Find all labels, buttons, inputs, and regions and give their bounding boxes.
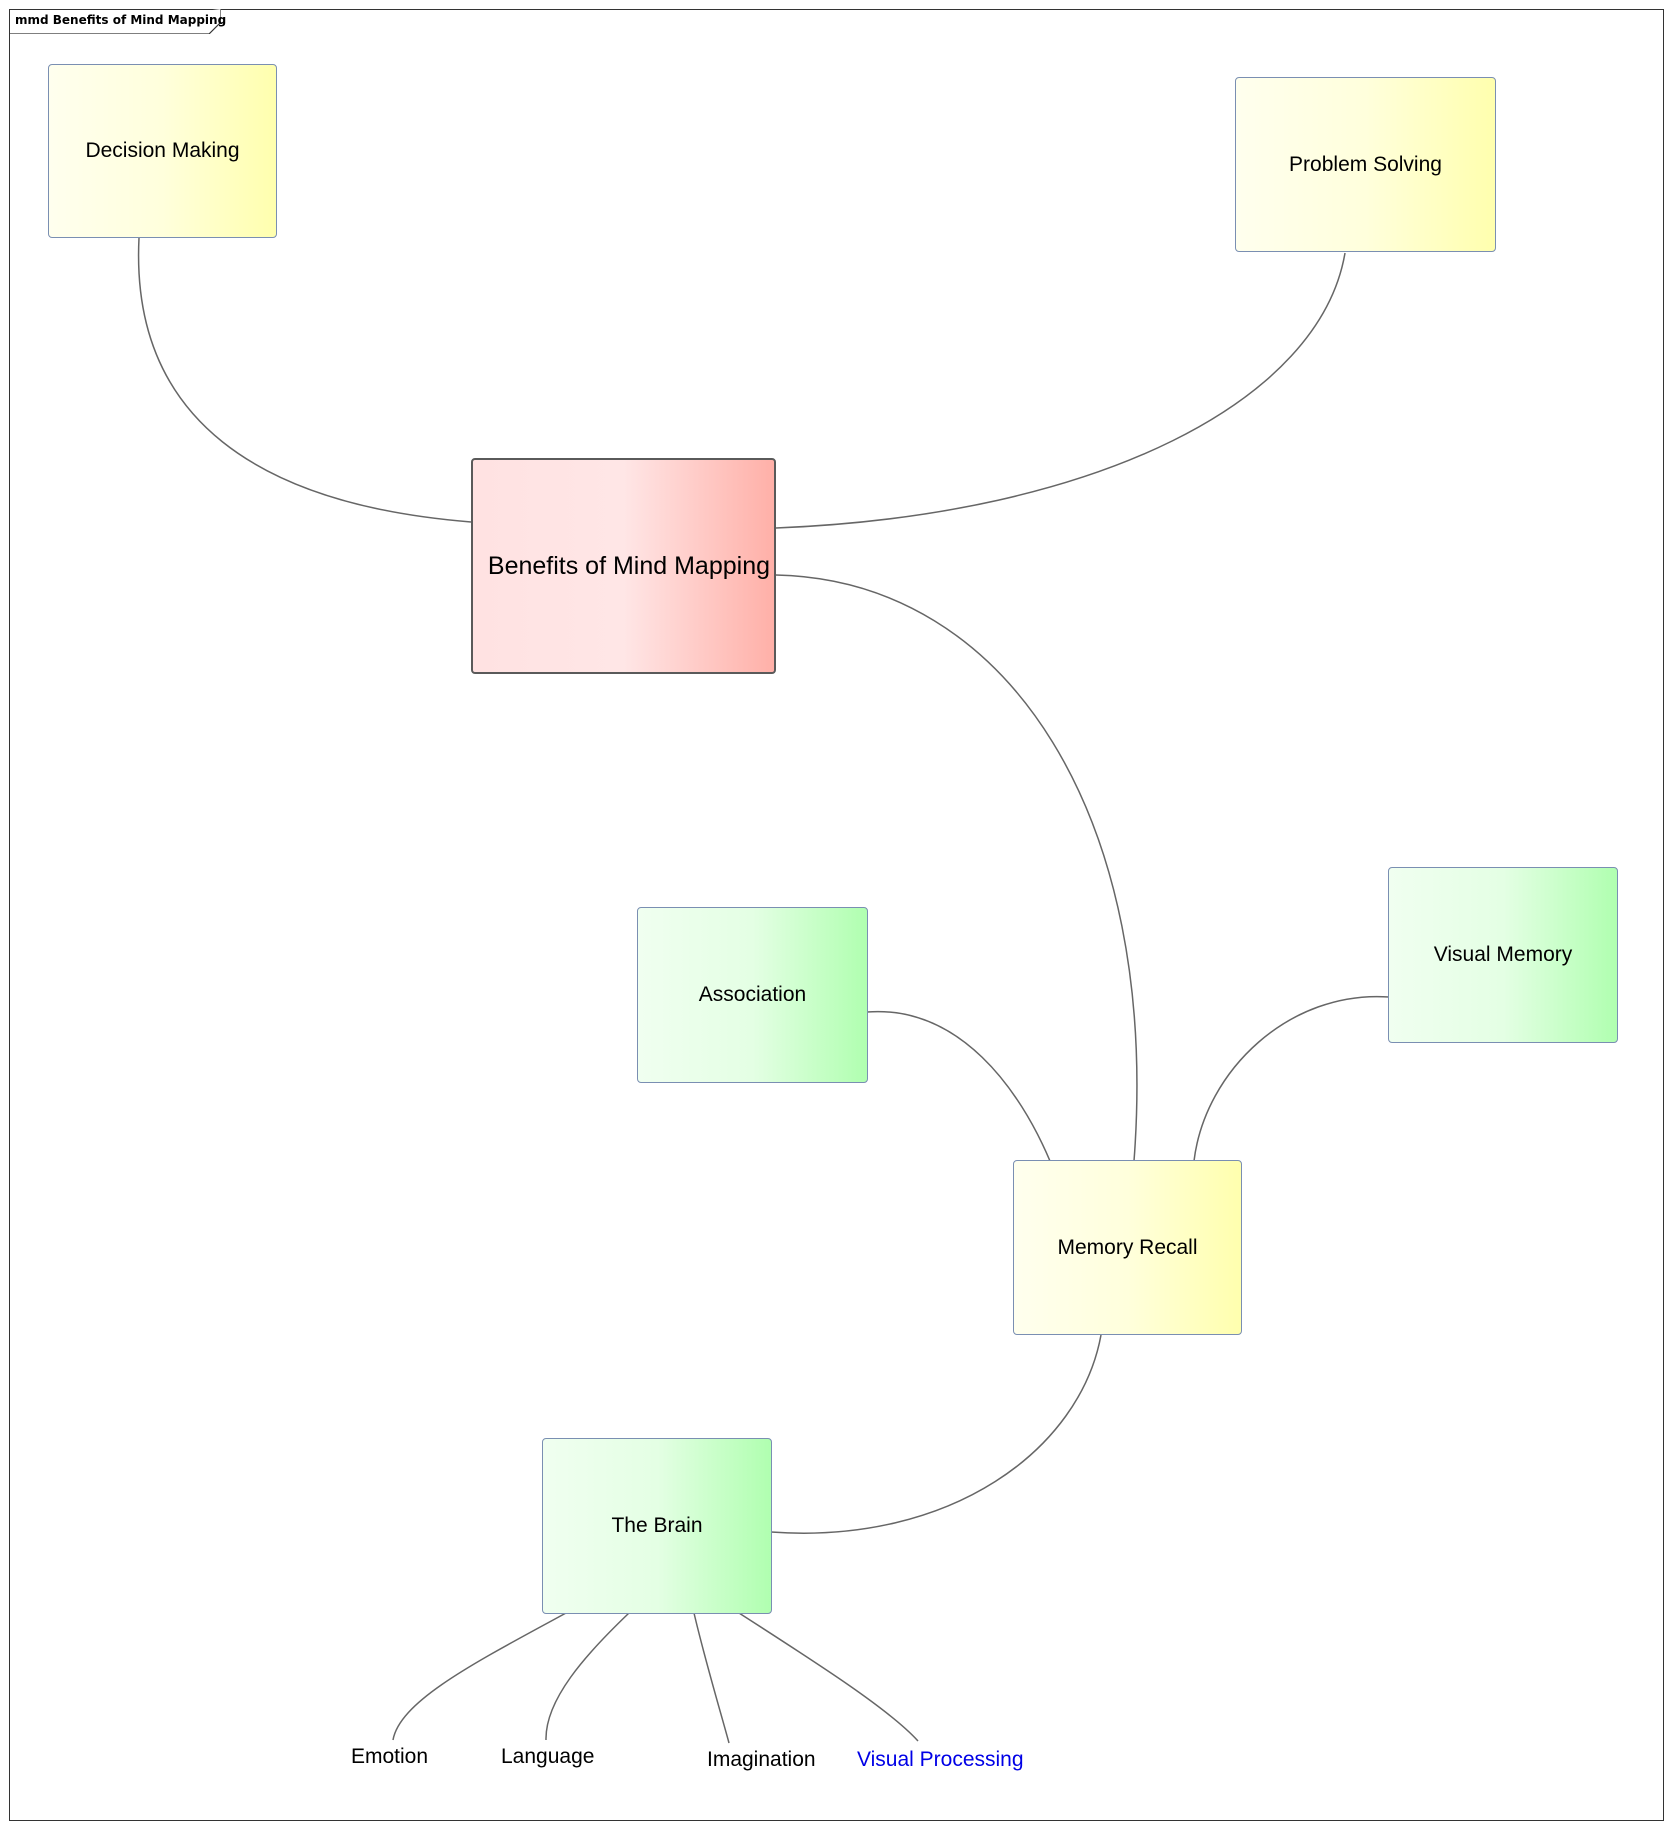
node-memory-recall[interactable]: Memory Recall xyxy=(1013,1160,1242,1335)
frame-tab-shape xyxy=(9,9,221,34)
leaf-imagination[interactable]: Imagination xyxy=(707,1748,816,1771)
node-visual-memory[interactable]: Visual Memory xyxy=(1388,867,1618,1043)
node-the-brain[interactable]: The Brain xyxy=(542,1438,772,1614)
node-visual-memory-label: Visual Memory xyxy=(1433,943,1573,966)
diagram-frame-tab: mmd Benefits of Mind Mapping xyxy=(9,9,226,34)
diagram-title: mmd Benefits of Mind Mapping xyxy=(15,13,227,27)
edge-memory-recall-association xyxy=(866,1010,1051,1162)
leaf-visual-processing[interactable]: Visual Processing xyxy=(857,1748,1024,1771)
node-decision-making[interactable]: Decision Making xyxy=(48,64,277,238)
edge-brain-emotion xyxy=(392,1612,567,1741)
edge-brain-language xyxy=(545,1612,630,1741)
node-memory-recall-label: Memory Recall xyxy=(1057,1235,1198,1259)
node-decision-making-label: Decision Making xyxy=(85,139,240,162)
node-problem-solving-label: Problem Solving xyxy=(1289,152,1442,176)
edge-memory-recall-visual-memory xyxy=(1193,995,1390,1162)
edge-root-memory-recall xyxy=(775,574,1138,1162)
node-association[interactable]: Association xyxy=(637,907,868,1083)
edge-brain-imagination xyxy=(693,1612,730,1744)
diagram-frame xyxy=(9,9,1664,1821)
node-benefits-of-mind-mapping[interactable]: Benefits of Mind Mapping xyxy=(471,458,776,674)
edge-root-problem-solving xyxy=(775,252,1346,529)
edge-brain-visual-processing xyxy=(738,1612,919,1742)
leaf-emotion[interactable]: Emotion xyxy=(351,1745,429,1768)
leaf-language[interactable]: Language xyxy=(501,1745,595,1768)
node-association-label: Association xyxy=(698,983,807,1006)
node-problem-solving[interactable]: Problem Solving xyxy=(1235,77,1496,252)
edge-memory-recall-the-brain xyxy=(770,1334,1102,1534)
root-node-label: Benefits of Mind Mapping xyxy=(487,551,770,580)
edge-root-decision-making xyxy=(137,237,472,523)
node-the-brain-label: The Brain xyxy=(611,1514,703,1537)
